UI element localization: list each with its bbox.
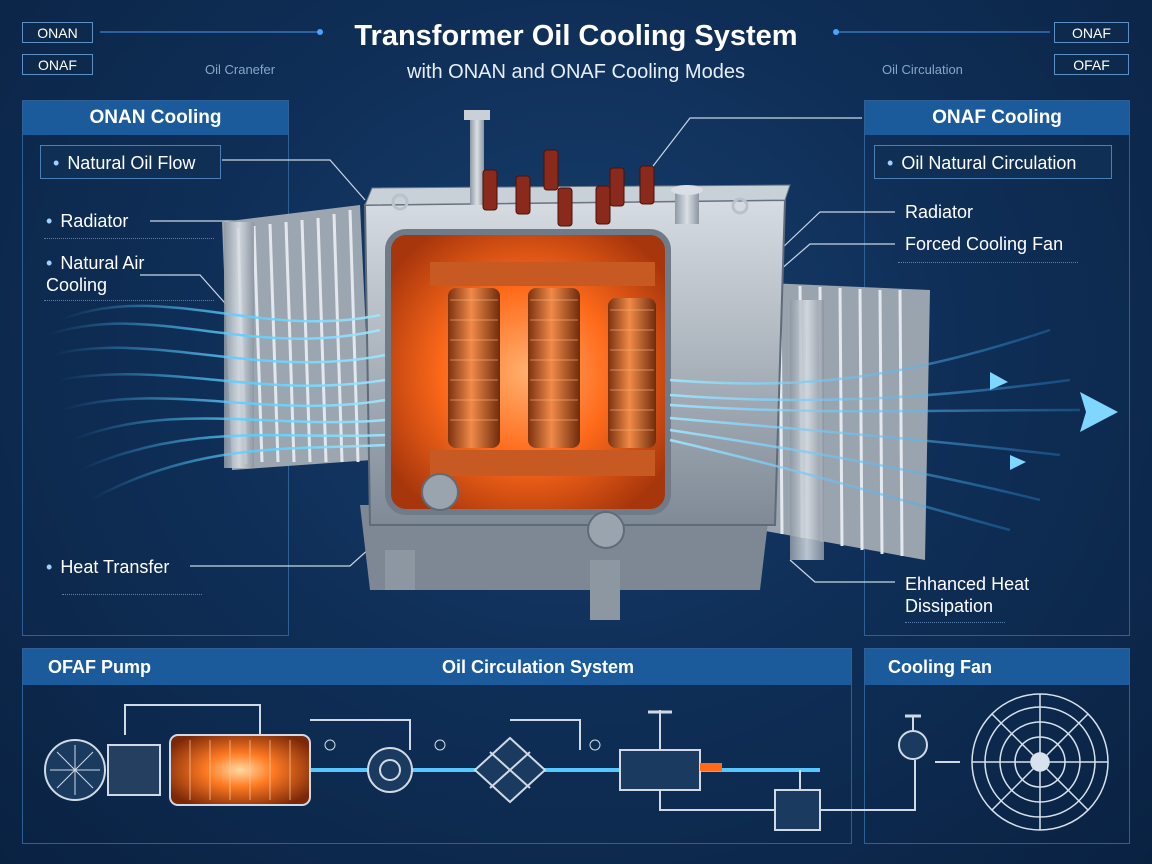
cooling-fan-title: Cooling Fan [888,657,992,677]
onaf-item-oil-natural-circulation: •Oil Natural Circulation [874,145,1112,179]
oil-circulation-panel [22,648,852,844]
bushing-icon [391,110,749,227]
oil-circulation-header-bar [23,649,851,685]
onaf-panel-title: ONAF Cooling [865,101,1129,135]
oil-circulation-title: Oil Circulation System [442,657,635,677]
page-title: Transformer Oil Cooling System [354,20,798,52]
tank-base [360,505,770,590]
onan-item-natural-oil-flow: •Natural Oil Flow [40,145,221,179]
onaf-panel: ONAF Cooling [864,100,1130,636]
faint-label-left: Oil Cranefer [205,62,276,77]
tag-onaf-right: ONAF [1054,22,1129,43]
tag-onan: ONAN [22,22,93,43]
cooling-fan-panel [864,648,1130,844]
onaf-item-radiator: Radiator [905,202,974,222]
faint-label-right: Oil Circulation [882,62,963,77]
cooling-fan-header-bar [865,649,1129,685]
tag-onaf-left: ONAF [22,54,93,75]
onan-panel: ONAN Cooling [22,100,289,636]
transformer-tank [363,198,787,526]
copper-coils [448,288,656,448]
tag-ofaf: OFAF [1054,54,1129,75]
onan-panel-title: ONAN Cooling [23,101,288,135]
onan-item-heat-transfer: •Heat Transfer [46,557,170,577]
core-cutaway [385,229,671,515]
onan-item-radiator: •Radiator [46,211,129,231]
page-subtitle: with ONAN and ONAF Cooling Modes [407,61,745,83]
onan-item-natural-air-cooling: •Natural Air Cooling [46,253,145,295]
ofaf-pump-title: OFAF Pump [48,657,151,677]
onaf-item-forced-cooling-fan: Forced Cooling Fan [905,234,1064,254]
onaf-item-enhanced-heat-dissipation: Ehhanced Heat Dissipation [905,574,1030,616]
